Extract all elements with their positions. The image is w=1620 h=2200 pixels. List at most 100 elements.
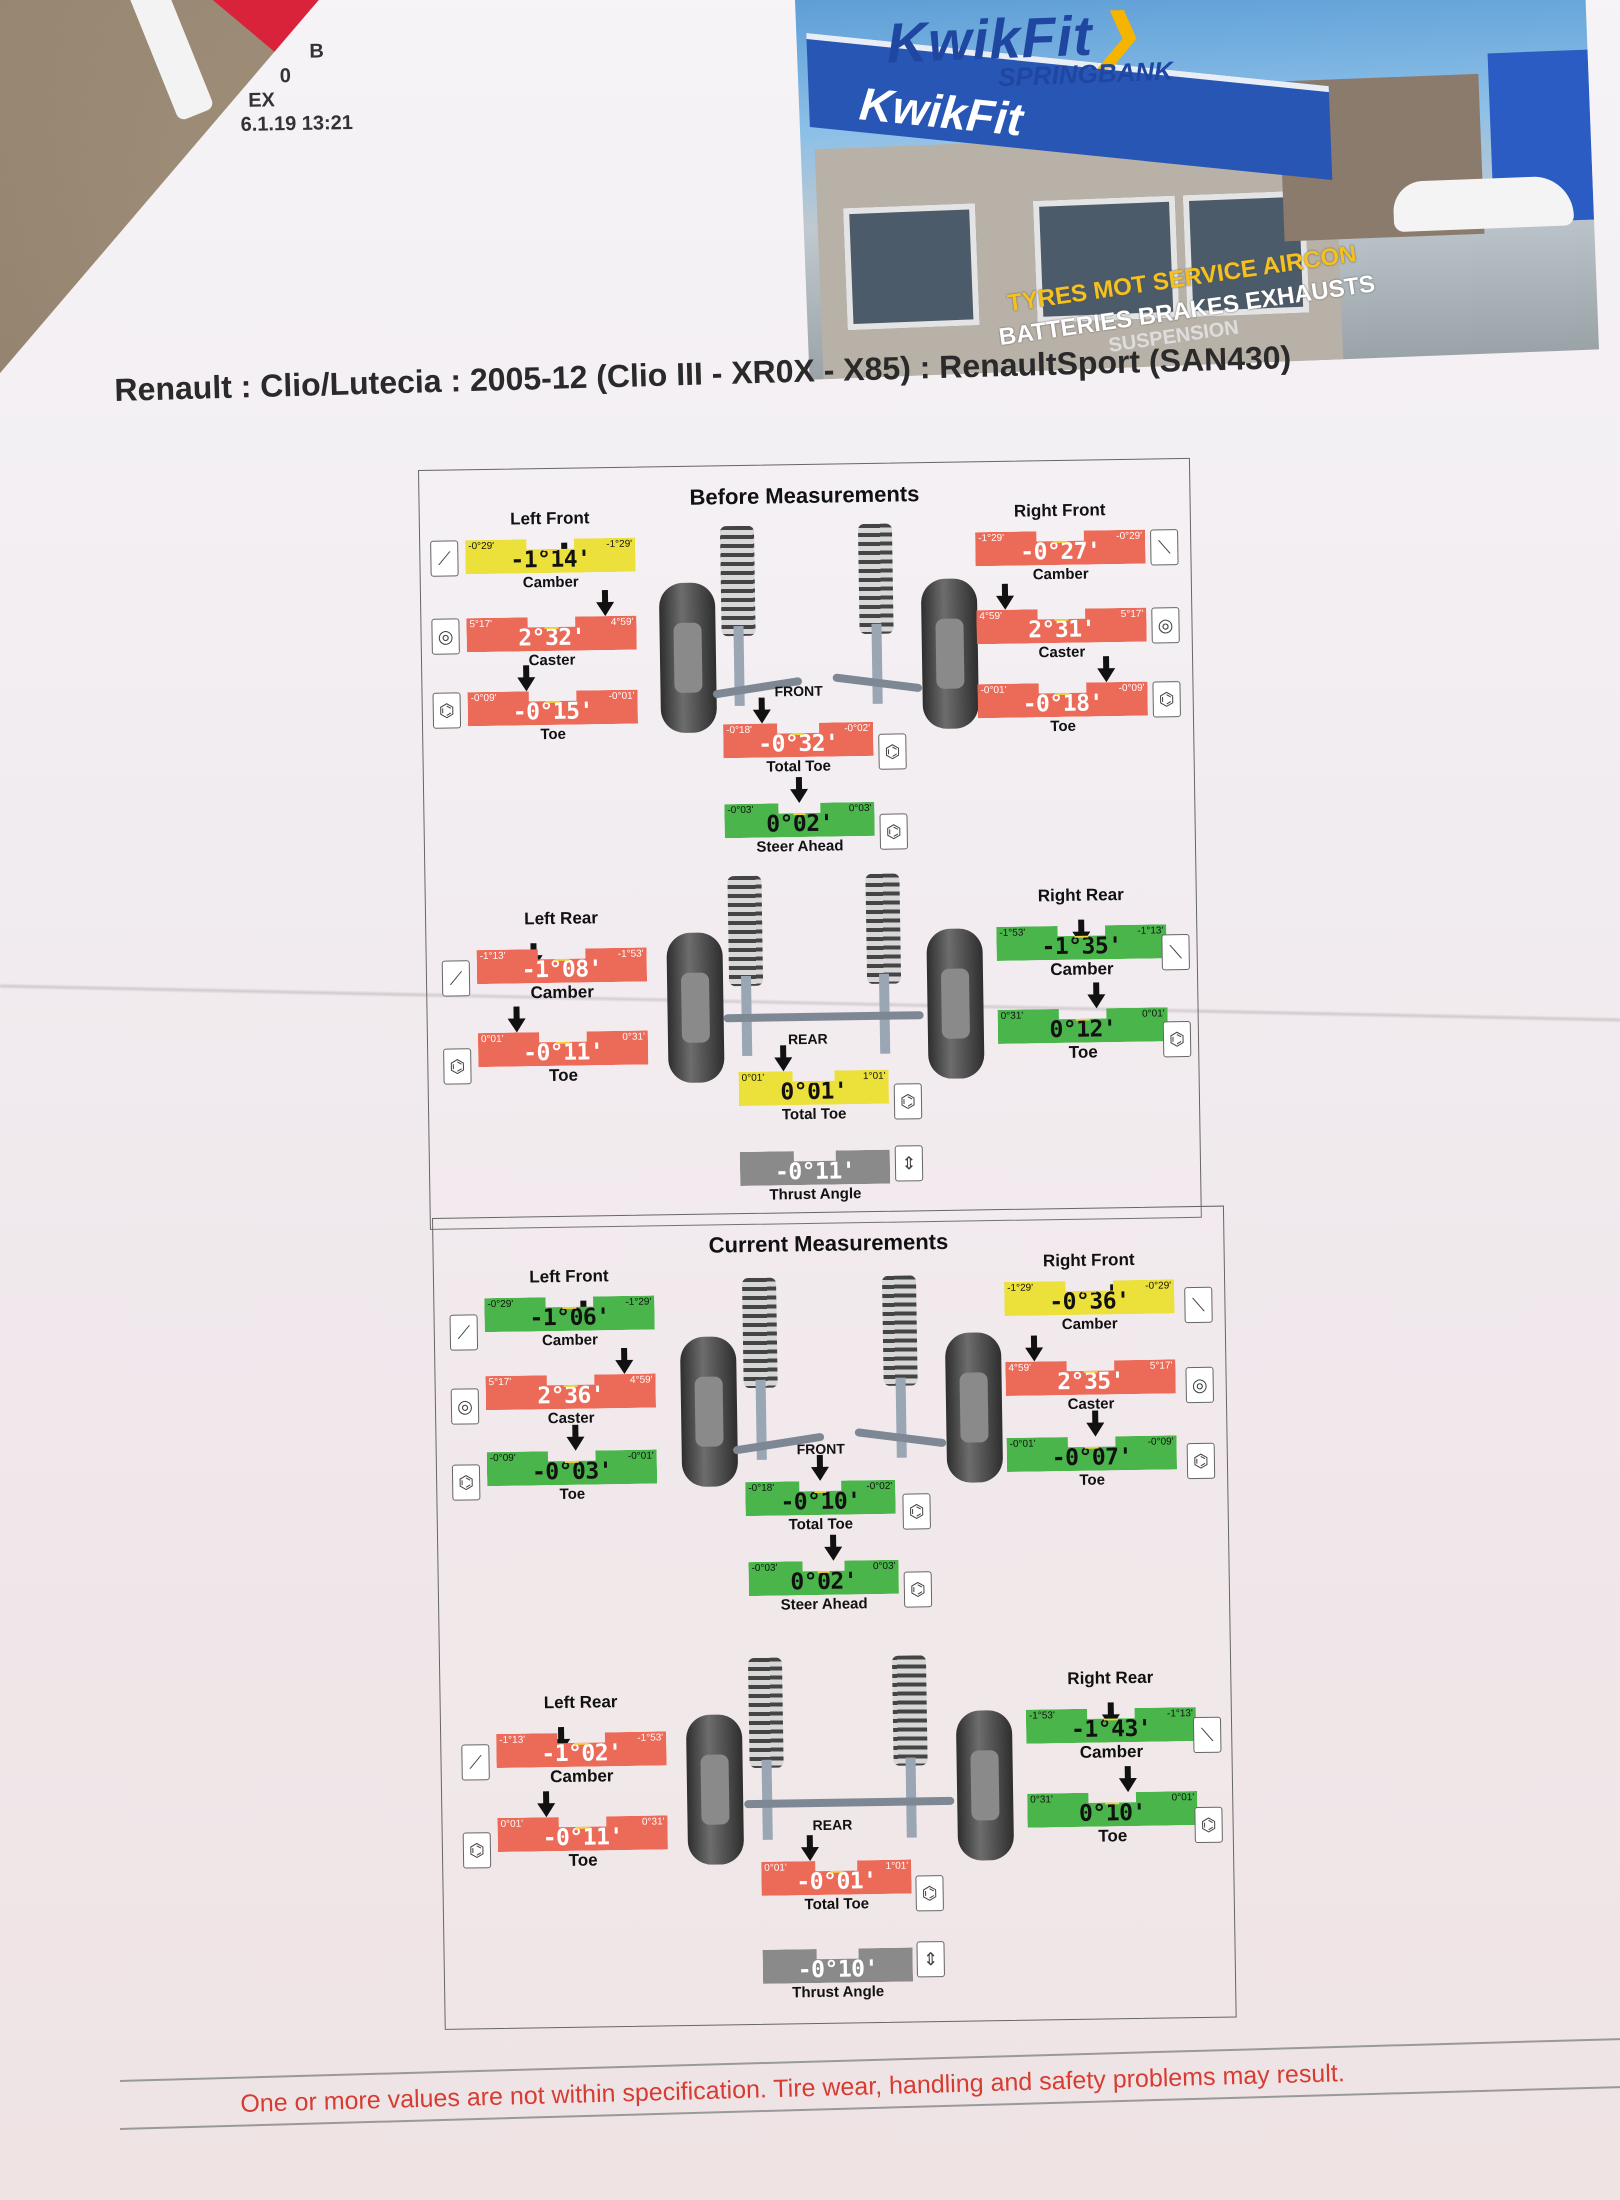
right-rear-toe: 0°31' 0°01' 0°12' Toe bbox=[997, 989, 1168, 1064]
right-front-caster: 4°59' 5°17' 2°35' Caster bbox=[1005, 1341, 1176, 1414]
gauge-label: Thrust Angle bbox=[769, 1185, 862, 1204]
spec-marker bbox=[793, 812, 805, 815]
front-left-spring bbox=[741, 1277, 778, 1389]
toe-gauge: -0°01' -0°09' -0°18' bbox=[977, 682, 1148, 719]
rear-total-toe: 0°01' 1°01' 0°01' Total Toe bbox=[738, 1052, 889, 1124]
rear-left-spring bbox=[727, 875, 764, 987]
gauge-label: Camber bbox=[530, 982, 595, 1003]
toe-gauge: -0°09' -0°01' -0°15' bbox=[467, 690, 638, 727]
left-rear-camber: Left Rear -1°13' -1°53' -1°02' Camber bbox=[495, 1691, 666, 1788]
front-total-toe: -0°18' -0°02' -0°32' Total Toe bbox=[723, 704, 874, 776]
spec-marker bbox=[818, 1570, 830, 1573]
shop-line: 0 bbox=[279, 65, 292, 88]
toe-icon: ⌬ bbox=[462, 1832, 492, 1869]
left-front-label: Left Front bbox=[529, 1266, 609, 1287]
steer-icon: ⌬ bbox=[902, 1493, 931, 1530]
caster-gauge: 4°59' 5°17' 2°31' bbox=[976, 608, 1147, 645]
spec-marker bbox=[564, 1384, 578, 1387]
gauge-label: Total Toe bbox=[804, 1895, 870, 1914]
gauge-label: Total Toe bbox=[766, 757, 832, 776]
steer-ahead: -0°03' 0°03' 0°02' Steer Ahead bbox=[724, 784, 875, 856]
gauge-label: Toe bbox=[559, 1485, 586, 1504]
gauge-label: Toe bbox=[1079, 1471, 1106, 1489]
spec-marker bbox=[830, 1870, 842, 1873]
toe-gauge: 0°31' 0°01' 0°12' bbox=[998, 1007, 1169, 1044]
steer-ahead-gauge: -0°03' 0°03' 0°02' bbox=[724, 802, 875, 838]
right-front-caster: 4°59' 5°17' 2°31' Caster bbox=[976, 590, 1147, 663]
spec-marker bbox=[1056, 692, 1070, 695]
toe-icon: ⌬ bbox=[1194, 1806, 1223, 1844]
indicator-arrow-icon bbox=[1086, 1422, 1105, 1437]
total-toe-gauge: -0°18' -0°02' -0°10' bbox=[745, 1480, 896, 1516]
front-left-wheel bbox=[658, 582, 718, 734]
spec-marker bbox=[1105, 1801, 1119, 1804]
indicator-arrow-icon bbox=[596, 601, 615, 617]
total-toe-gauge: 0°01' 1°01' -0°01' bbox=[761, 1860, 912, 1896]
current-measurements-panel: Current Measurements FRONT REAR Left Fro… bbox=[432, 1205, 1237, 2030]
left-front-caster: 5°17' 4°59' 2°36' Caster bbox=[485, 1356, 656, 1429]
rear-left-wheel bbox=[685, 1714, 745, 1866]
steer-ahead-gauge: -0°03' 0°03' 0°02' bbox=[748, 1560, 899, 1596]
indicator-arrow-icon bbox=[790, 788, 809, 804]
camber-gauge: -1°13' -1°53' -1°02' bbox=[496, 1731, 667, 1768]
thrust-angle-gauge: -0°10' bbox=[763, 1948, 914, 1984]
indicator-arrow-icon bbox=[774, 1057, 793, 1072]
right-front-camber: Right Front -1°29' -0°29' -0°27' Camber bbox=[975, 500, 1146, 585]
gauge-label: Camber bbox=[522, 573, 579, 592]
right-front-toe: -0°01' -0°09' -0°18' Toe bbox=[977, 664, 1148, 737]
right-rear-camber: Right Rear -1°53' -1°13' -1°35' Camber bbox=[996, 884, 1167, 981]
left-front-caster: 5°17' 4°59' 2°32' Caster bbox=[466, 598, 637, 671]
camber-gauge: -1°29' -0°29' -0°36' bbox=[1004, 1279, 1175, 1316]
spec-marker bbox=[1055, 618, 1069, 621]
spec-marker bbox=[1085, 1446, 1099, 1449]
toe-gauge: 0°01' 0°31' -0°11' bbox=[478, 1030, 649, 1067]
camber-gauge: -1°29' -0°29' -0°27' bbox=[975, 530, 1146, 567]
rear-right-spring bbox=[891, 1655, 928, 1766]
spec-marker bbox=[576, 1826, 590, 1829]
indicator-arrow-icon bbox=[752, 709, 772, 724]
front-axle-label: FRONT bbox=[774, 682, 823, 700]
before-measurements-panel: Before Measurements FRONT REAR Left Fron… bbox=[418, 457, 1202, 1230]
front-right-wheel bbox=[920, 578, 980, 730]
gauge-label: Steer Ahead bbox=[756, 837, 844, 856]
right-rear-label: Right Rear bbox=[1067, 1667, 1154, 1689]
thrust-icon: ⇕ bbox=[916, 1941, 945, 1978]
spec-marker bbox=[574, 1742, 588, 1745]
measured-value: -0°11' bbox=[774, 1158, 856, 1186]
indicator-arrow-icon bbox=[810, 1466, 830, 1482]
toe-icon: ⌬ bbox=[1186, 1442, 1216, 1480]
thrust-angle: -0°10' Thrust Angle bbox=[762, 1930, 913, 2002]
indicator-arrow-icon bbox=[1118, 1777, 1138, 1793]
camber-icon: ⟋ bbox=[430, 540, 459, 577]
gauge-label: Toe bbox=[1098, 1826, 1128, 1846]
front-left-spring bbox=[719, 525, 756, 637]
gauge-label: Caster bbox=[1067, 1395, 1115, 1414]
spec-marker bbox=[1076, 1018, 1090, 1021]
caster-gauge: 5°17' 4°59' 2°36' bbox=[485, 1374, 656, 1411]
gauge-label: Camber bbox=[1061, 1315, 1118, 1334]
gauge-label: Toe bbox=[548, 1065, 579, 1086]
spec-marker bbox=[543, 548, 557, 551]
gauge-label: Camber bbox=[1032, 565, 1089, 584]
toe-icon: ⌬ bbox=[451, 1464, 481, 1501]
print-timestamp: 6.1.19 13:21 bbox=[240, 111, 354, 136]
spec-marker bbox=[565, 1460, 579, 1463]
toe-gauge: -0°09' -0°01' -0°03' bbox=[487, 1449, 658, 1486]
left-rear-label: Left Rear bbox=[543, 1692, 618, 1713]
shop-line: B bbox=[309, 40, 325, 63]
rear-right-wheel bbox=[955, 1709, 1015, 1861]
indicator-arrow-icon bbox=[1025, 1347, 1044, 1362]
caster-icon: ◎ bbox=[1185, 1366, 1214, 1404]
rear-total-toe: 0°01' 1°01' -0°01' Total Toe bbox=[761, 1842, 912, 1914]
gauge-label: Thrust Angle bbox=[792, 1982, 885, 2002]
thrust-angle-gauge: -0°11' bbox=[740, 1150, 891, 1186]
spec-marker bbox=[545, 626, 559, 629]
measured-value: -0°10' bbox=[797, 1956, 879, 1984]
left-rear-camber: Left Rear -1°13' -1°53' -1°08' Camber bbox=[476, 907, 647, 1004]
left-front-camber: Left Front -0°29' -1°29' -1°06' Camber bbox=[484, 1266, 655, 1351]
gauge-label: Toe bbox=[1068, 1042, 1098, 1062]
toe-icon: ⌬ bbox=[432, 692, 462, 729]
camber-icon: ⟍ bbox=[1161, 933, 1190, 971]
indicator-arrow-icon bbox=[537, 1803, 556, 1818]
front-right-spring bbox=[881, 1275, 918, 1386]
